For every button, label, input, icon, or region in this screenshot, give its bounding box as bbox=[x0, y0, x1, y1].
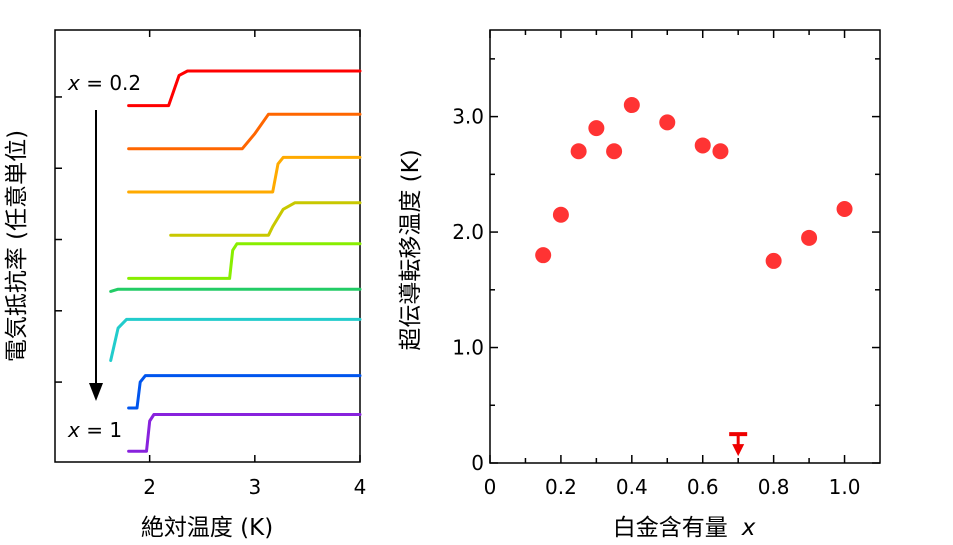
left-y-axis-title: 電気抵抗率 (任意単位) bbox=[4, 130, 30, 362]
tc-point bbox=[570, 143, 587, 160]
resistivity-curve-3 bbox=[127, 155, 362, 194]
tc-point bbox=[659, 114, 676, 131]
right-x-tick-label: 0.4 bbox=[616, 475, 648, 499]
right-x-tick-label: 0.6 bbox=[687, 475, 719, 499]
left-chart: 2 3 4 x = 0.2 x = 1 絶対温度 (K) 電気抵抗率 (任意単位) bbox=[4, 29, 366, 541]
right-x-tick-label: 0.2 bbox=[545, 475, 577, 499]
tc-point bbox=[606, 143, 623, 160]
right-x-tick-label: 0.8 bbox=[758, 475, 790, 499]
right-x-axis-title-text: 白金含有量 bbox=[613, 515, 728, 541]
resistivity-curve-2 bbox=[127, 112, 362, 151]
resistivity-curve-5 bbox=[127, 242, 362, 280]
annotation-top-var: x bbox=[67, 71, 80, 95]
right-x-axis-title: 白金含有量 x bbox=[613, 515, 756, 541]
right-plot-frame bbox=[489, 29, 881, 464]
right-x-tick-label: 1.0 bbox=[829, 475, 861, 499]
right-y-ticks: 0 1.0 2.0 3.0 bbox=[452, 58, 880, 475]
annotation-top: x = 0.2 bbox=[67, 71, 141, 95]
resistivity-curve-1 bbox=[127, 69, 362, 108]
tc-point bbox=[535, 247, 552, 264]
left-x-tick-label: 3 bbox=[248, 475, 261, 499]
left-x-tick-label: 4 bbox=[354, 475, 367, 499]
resistivity-curve-7 bbox=[109, 317, 362, 362]
tc-point bbox=[801, 229, 818, 246]
left-x-tick-label: 2 bbox=[143, 475, 156, 499]
right-y-tick-label: 1.0 bbox=[452, 336, 484, 360]
right-y-tick-label: 0 bbox=[471, 451, 484, 475]
tc-point bbox=[712, 143, 729, 160]
right-x-axis-title-var: x bbox=[741, 515, 756, 541]
tc-point bbox=[623, 97, 640, 114]
right-x-tick-label: 0 bbox=[484, 475, 497, 499]
annotation-bottom-var: x bbox=[67, 418, 80, 442]
right-y-tick-label: 2.0 bbox=[452, 220, 484, 244]
right-chart: 0 1.0 2.0 3.0 0 0.2 0.4 0.6 0.8 1.0 白金含有量 x 超伝導転移… bbox=[398, 29, 881, 541]
annotation-top-text: = 0.2 bbox=[80, 71, 141, 95]
upper-limit-arrowhead bbox=[732, 444, 745, 457]
tc-point bbox=[694, 137, 711, 154]
annotation-bottom: x = 1 bbox=[67, 418, 122, 442]
tc-point bbox=[765, 252, 782, 269]
resistivity-curve-9 bbox=[127, 413, 362, 453]
annotation-bottom-text: = 1 bbox=[80, 418, 122, 442]
resistivity-curve-4 bbox=[169, 201, 362, 237]
tc-point bbox=[836, 200, 853, 217]
left-plot-frame bbox=[54, 29, 361, 463]
left-series-group bbox=[109, 69, 362, 453]
resistivity-curve-8 bbox=[127, 374, 362, 410]
tc-point bbox=[552, 206, 569, 223]
trend-arrow-head bbox=[89, 383, 103, 401]
upper-limit-marker bbox=[729, 432, 748, 457]
left-x-axis-title: 絶対温度 (K) bbox=[141, 515, 273, 541]
left-y-ticks bbox=[55, 96, 62, 383]
right-y-tick-label: 3.0 bbox=[452, 105, 484, 129]
right-points-group bbox=[535, 97, 853, 269]
resistivity-curve-6 bbox=[109, 287, 362, 293]
tc-point bbox=[588, 120, 605, 137]
left-x-ticks: 2 3 4 bbox=[143, 30, 366, 499]
right-y-axis-title: 超伝導転移温度 (K) bbox=[398, 149, 424, 350]
right-x-ticks: 0 0.2 0.4 0.6 0.8 1.0 bbox=[484, 30, 861, 499]
